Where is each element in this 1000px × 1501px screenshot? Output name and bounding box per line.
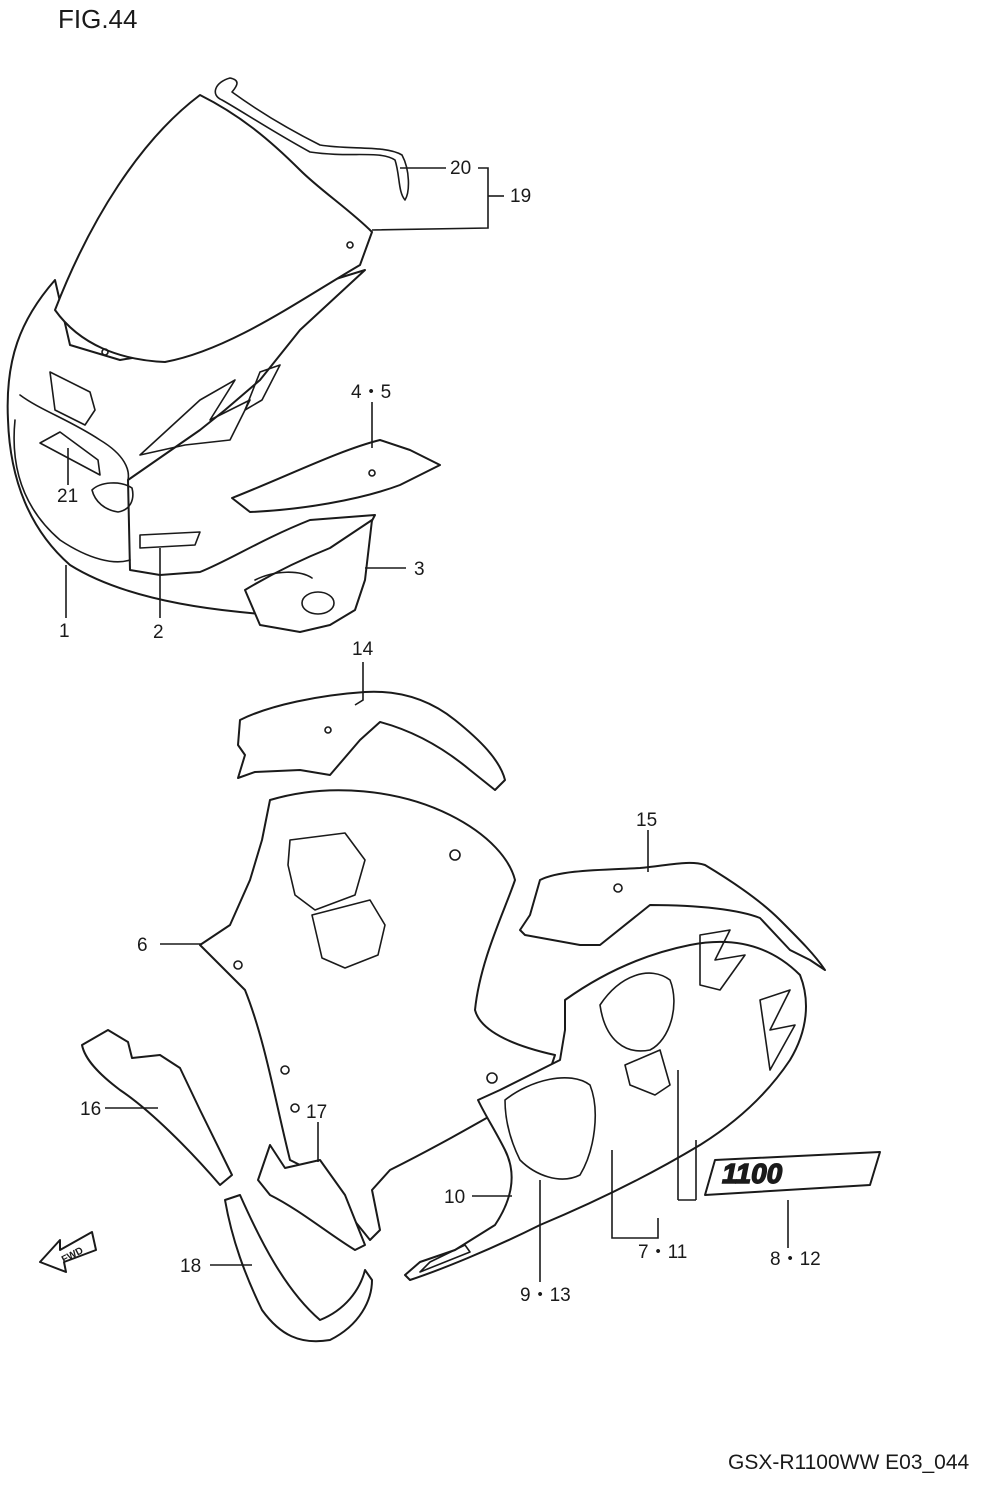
leader-lines xyxy=(65,167,789,1282)
headlight-opening-upper xyxy=(49,371,96,426)
figure-code: GSX-R1100WW E03_044 xyxy=(728,1451,970,1474)
callout-2: 2 xyxy=(153,622,164,643)
part-15-right-inner-panel xyxy=(519,861,826,971)
callout-20: 20 xyxy=(450,158,471,179)
decal-1100-text: 1100 xyxy=(722,1158,783,1189)
part-17-lower-bracket xyxy=(257,1144,366,1251)
part-6-side-fairing xyxy=(199,789,556,1241)
callout-10: 10 xyxy=(444,1187,465,1208)
part-2-trim xyxy=(139,531,201,549)
callout-19: 19 xyxy=(510,186,531,207)
callout-3: 3 xyxy=(414,559,425,580)
callout-21: 21 xyxy=(57,486,78,507)
figure-title: FIG.44 xyxy=(58,4,137,34)
fwd-arrow: FWD xyxy=(39,1231,97,1273)
decal-gsxr-logo xyxy=(504,1077,596,1180)
callout-4-5: 4・5 xyxy=(351,382,391,403)
callout-16: 16 xyxy=(80,1099,101,1120)
part-4-5-inner-panel xyxy=(231,439,441,513)
callout-8-12: 8・12 xyxy=(770,1249,821,1270)
part-8-12-decal: 1100 xyxy=(704,1151,881,1196)
part-21-bracket xyxy=(39,431,101,476)
decal-z-logo xyxy=(139,379,251,456)
callout-9-13: 9・13 xyxy=(520,1285,571,1306)
part-20-windscreen-trim xyxy=(214,77,410,201)
forward-direction-arrow-icon xyxy=(39,1231,97,1273)
part-19-windscreen xyxy=(54,94,373,363)
callout-labels: 1 2 3 4・5 21 20 19 14 15 6 16 17 10 18 9… xyxy=(57,158,821,1306)
callout-18: 18 xyxy=(180,1256,201,1277)
part-18-chin-panel xyxy=(224,1194,373,1343)
callout-7-11: 7・11 xyxy=(638,1242,687,1263)
upper-cowling-assembly xyxy=(6,77,441,633)
callout-1: 1 xyxy=(59,621,70,642)
part-14-inner-bracket xyxy=(237,690,506,791)
vent-opening-upper xyxy=(287,832,366,911)
callout-15: 15 xyxy=(636,810,657,831)
callout-17: 17 xyxy=(306,1102,327,1123)
part-10-right-lower-fairing xyxy=(404,940,807,1281)
vent-opening-lower xyxy=(311,899,386,969)
callout-14: 14 xyxy=(352,639,374,660)
callout-6: 6 xyxy=(137,935,148,956)
headlight-lens-right xyxy=(599,972,675,1052)
